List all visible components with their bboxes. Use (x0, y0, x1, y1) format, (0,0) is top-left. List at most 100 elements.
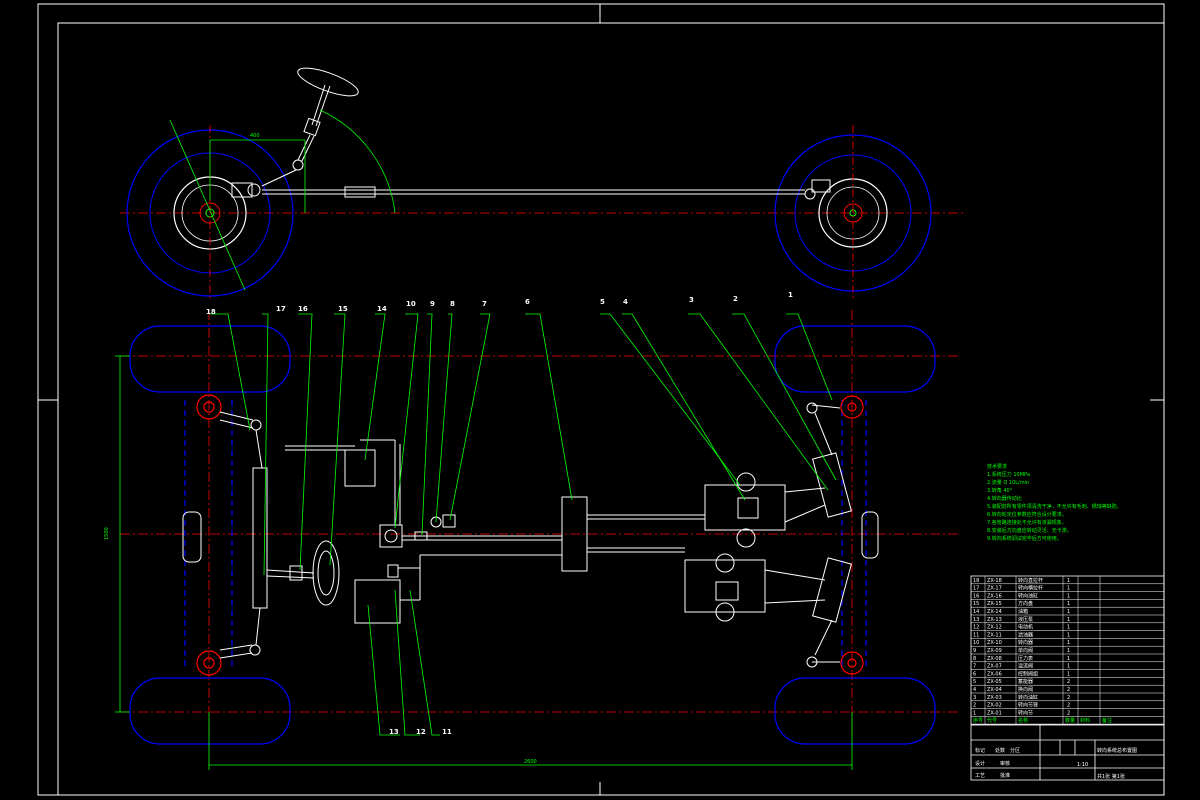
plan-view: 1 2 3 4 5 6 7 8 9 10 11 12 13 14 15 16 1… (104, 291, 960, 770)
tb-label-zone: 分区 (1010, 747, 1020, 754)
bom-cell-qty: 1 (1067, 671, 1070, 677)
bom-cell-no: 13 (973, 617, 979, 623)
bom-cell-name: 转向油缸 (1018, 694, 1038, 701)
bom-cell-qty: 1 (1067, 617, 1070, 623)
bom-cell-name: 控制阀组 (1018, 670, 1038, 677)
bom-cell-qty: 1 (1067, 601, 1070, 607)
bom-cell-qty: 1 (1067, 586, 1070, 592)
bom-cell-code: ZX-09 (987, 648, 1002, 654)
tech-line-3: 3.转角 40° (987, 487, 1013, 494)
bom-frame (970, 575, 1165, 725)
bom-header-cell: 备注 (1102, 717, 1112, 724)
callout-10: 10 (406, 300, 416, 308)
callout-1: 1 (788, 291, 793, 299)
bom-cell-name: 转向节 (1018, 709, 1033, 716)
callout-13: 13 (389, 728, 399, 736)
side-right-wheel (774, 125, 932, 300)
callout-11: 11 (442, 728, 452, 736)
bom-cell-code: ZX-14 (987, 609, 1002, 615)
bom-cell-qty: 2 (1067, 710, 1070, 716)
bom-cell-qty: 1 (1067, 625, 1070, 631)
tb-label-review: 审核 (1000, 760, 1010, 767)
tech-line-7: 7.各管路连接处不允许有渗漏现象。 (987, 519, 1067, 526)
callout-9: 9 (430, 300, 435, 308)
bom-cell-code: ZX-02 (987, 703, 1002, 709)
bom-cell-code: ZX-11 (987, 632, 1002, 638)
side-tie-rod (262, 186, 805, 198)
dim-horizontal: 2600 (524, 759, 537, 765)
callout-8: 8 (450, 300, 455, 308)
callout-6: 6 (525, 298, 530, 306)
left-axle-linkage (182, 411, 268, 659)
bom-cell-qty: 1 (1067, 640, 1070, 646)
callout-12: 12 (416, 728, 426, 736)
bom-cell-no: 2 (973, 703, 976, 709)
bom-cell-code: ZX-12 (987, 625, 1002, 631)
side-view: 400 (120, 67, 965, 300)
bom-cell-name: 液压泵 (1018, 616, 1033, 623)
tb-label-count: 处数 (995, 747, 1005, 754)
bom-cell-no: 8 (973, 656, 976, 662)
bom-header-cell: 材料 (1080, 717, 1090, 724)
tech-line-4: 4.转向器传动比 (987, 495, 1022, 502)
tech-line-5: 5.装配前所有零件须清洗干净，不允许有毛刺、锈蚀等缺陷。 (987, 503, 1122, 510)
bom-cell-no: 5 (973, 679, 976, 685)
plan-hubs (196, 394, 864, 676)
bom-cell-no: 4 (973, 687, 976, 693)
callout-17: 17 (276, 305, 286, 313)
leader-lines (210, 313, 837, 736)
bom-cell-code: ZX-01 (987, 710, 1002, 716)
bom-cell-no: 9 (973, 648, 976, 654)
drawing-frame (37, 3, 1165, 796)
callout-16: 16 (298, 305, 308, 313)
bom-cell-qty: 1 (1067, 664, 1070, 670)
right-axle-linkage (806, 402, 879, 668)
bom-cell-code: ZX-08 (987, 656, 1002, 662)
tech-requirements: 技术要求 1.系统压力 10MPa 2.流量 Q 10L/min 3.转角 40… (987, 463, 1122, 542)
plan-steering-wheel (266, 540, 340, 606)
bom-cell-qty: 1 (1067, 609, 1070, 615)
bom-header-cell: 序号 (973, 717, 983, 724)
bom-cell-no: 6 (973, 671, 976, 677)
bom-cell-no: 14 (973, 609, 979, 615)
bom-cell-qty: 1 (1067, 648, 1070, 654)
bom-cell-qty: 1 (1067, 578, 1070, 584)
bom-cell-code: ZX-17 (987, 586, 1002, 592)
bom-cell-name: 溢流阀 (1018, 663, 1033, 670)
callout-2: 2 (733, 295, 738, 303)
bom-cell-qty: 2 (1067, 679, 1070, 685)
bom-cell-no: 16 (973, 593, 979, 599)
bom-cell-name: 换向阀 (1018, 686, 1033, 693)
bom-cell-qty: 1 (1067, 632, 1070, 638)
dim-top-short: 400 (250, 133, 260, 139)
tb-label-design: 设计 (975, 760, 985, 767)
tb-label-process: 工艺 (975, 773, 985, 779)
tech-line-6: 6.转向轮定位参数应符合设计要求。 (987, 511, 1067, 518)
plan-dimension-lines (115, 355, 853, 770)
bom-cell-no: 17 (973, 586, 979, 592)
bom-cell-name: 电动机 (1018, 624, 1033, 631)
bom-cell-name: 方向盘 (1018, 600, 1033, 607)
bom-cell-no: 1 (973, 710, 976, 716)
drawing-name: 转向系统总布置图 (1097, 747, 1137, 754)
callout-18: 18 (206, 308, 216, 316)
plan-tires (129, 325, 936, 745)
bom-cell-no: 10 (973, 640, 979, 646)
bom-header-cell: 代号 (987, 717, 997, 724)
bom-cell-code: ZX-04 (987, 687, 1002, 693)
bom-cell-name: 油箱 (1018, 608, 1028, 615)
bom-cell-name: 转向节臂 (1018, 702, 1038, 709)
callout-7: 7 (482, 300, 487, 308)
bom-cell-name: 滤油器 (1018, 631, 1033, 638)
bom-cell-name: 转向直拉杆 (1018, 577, 1043, 584)
bom-cell-name: 蓄能器 (1018, 678, 1033, 685)
tech-line-2: 2.流量 Q 10L/min (987, 479, 1029, 486)
bom-cell-code: ZX-05 (987, 679, 1002, 685)
bom-cell-code: ZX-15 (987, 601, 1002, 607)
callout-14: 14 (377, 305, 387, 313)
bom-cell-qty: 2 (1067, 695, 1070, 701)
tech-line-9: 9.转向系统调试完毕后方可使用。 (987, 535, 1062, 542)
tech-line-1: 1.系统压力 10MPa (987, 471, 1030, 478)
bom-cell-name: 转向油缸 (1018, 592, 1038, 599)
